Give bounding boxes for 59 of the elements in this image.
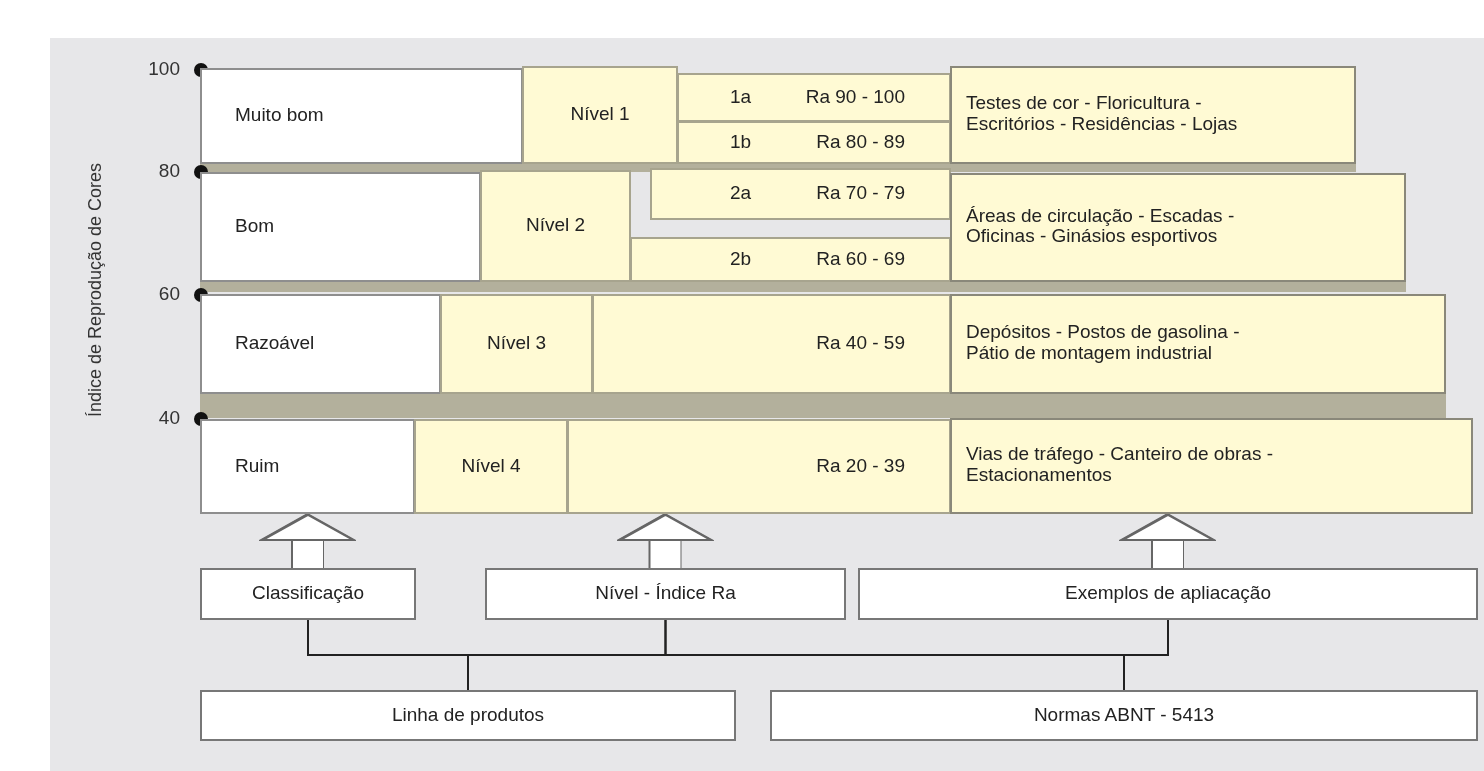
range-box	[677, 121, 951, 164]
sublevel-code: 2a	[730, 183, 752, 204]
application-text: Depósitos - Postos de gasolina - Pátio de montagem industrial	[966, 322, 1241, 364]
application-text: Testes de cor - Floricultura - Escritórios - Residências - Lojas	[966, 93, 1239, 135]
level-name: Nível 2	[524, 215, 587, 236]
level-box	[522, 66, 678, 164]
block-arrow	[1122, 514, 1214, 568]
examples-box	[950, 418, 1473, 514]
label-box	[858, 568, 1478, 620]
label-box	[200, 690, 736, 741]
class-name: Bom	[235, 216, 275, 237]
class-box	[200, 294, 441, 394]
level-box	[440, 294, 593, 394]
tick-label: 80	[158, 160, 180, 182]
connector-line	[1123, 619, 1169, 691]
range-box	[592, 294, 951, 394]
ra-range: Ra 20 - 39	[816, 455, 905, 477]
examples-box	[950, 66, 1356, 164]
range-box	[567, 419, 951, 514]
ra-range: Ra 40 - 59	[816, 333, 905, 354]
axis-title: Índice de Reprodução de Cores	[84, 162, 106, 418]
class-name: Ruim	[235, 455, 280, 477]
class-name: Muito bom	[235, 105, 324, 126]
application-text: Áreas de circulação - Escadas - Oficinas - Ginásios esportivos	[966, 205, 1236, 248]
ra-range: Ra 60 - 69	[816, 248, 905, 270]
class-box	[200, 172, 481, 282]
sublevel-code: 1a	[730, 86, 752, 108]
box-label: Exemplos de apliacação	[1064, 583, 1272, 604]
level-box	[414, 419, 568, 514]
examples-box	[950, 173, 1406, 282]
class-box	[200, 68, 523, 164]
ra-range: Ra 70 - 79	[816, 183, 905, 204]
sublevel-code: 2b	[730, 248, 752, 270]
tick-label: 40	[158, 407, 180, 429]
sublevel-code: 1b	[730, 131, 752, 153]
box-label: Nível - Índice Ra	[594, 583, 737, 604]
range-box	[630, 237, 951, 282]
range-box	[677, 73, 951, 122]
block-arrow	[262, 514, 354, 568]
box-label: Classificação	[251, 583, 365, 604]
application-text: Vias de tráfego - Canteiro de obras - Estacionamentos	[966, 444, 1274, 486]
label-box	[200, 568, 416, 620]
level-box	[480, 170, 631, 282]
class-box	[200, 419, 415, 514]
box-label: Linha de produtos	[390, 704, 546, 726]
tick-label: 100	[148, 58, 180, 80]
level-name: Nível 3	[485, 333, 548, 354]
ra-range: Ra 80 - 89	[816, 131, 905, 153]
examples-box	[950, 294, 1446, 394]
level-name: Nível 4	[460, 455, 522, 477]
class-name: Razoável	[235, 333, 315, 354]
range-box	[650, 168, 951, 220]
block-arrow	[619, 514, 712, 568]
tick-label: 60	[158, 283, 180, 305]
level-name: Nível 1	[569, 104, 631, 125]
label-box	[770, 690, 1478, 741]
box-label: Normas ABNT - 5413	[1032, 704, 1216, 726]
ra-range: Ra 90 - 100	[805, 86, 905, 108]
label-box	[485, 568, 846, 620]
